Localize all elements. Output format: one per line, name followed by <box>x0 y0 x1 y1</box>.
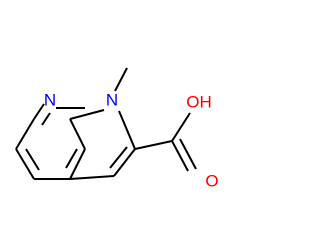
bond-c3-c3a <box>69 175 115 180</box>
bond-c7a-n7-ring <box>69 118 86 150</box>
bond-c5-c6 <box>15 118 35 150</box>
molecule-structure: N N OH O <box>15 67 219 191</box>
atom-labels: N N OH O <box>44 91 219 191</box>
bond-c2-c3-inner <box>109 146 128 169</box>
bond-c6-n7-inner <box>41 112 51 126</box>
bond-c7a-n1 <box>69 109 105 120</box>
bond-c4-c5 <box>15 148 35 180</box>
bond-carboxyl-c-o-2 <box>179 138 197 170</box>
bond-c2-carboxyl-c <box>134 140 173 150</box>
bond-carboxyl-c-oh <box>171 112 191 142</box>
bond-c4-c5-inner <box>25 148 40 171</box>
bond-n1-c2 <box>118 110 136 150</box>
bonds <box>15 67 197 180</box>
bond-carboxyl-c-o-1 <box>171 140 189 172</box>
carbonyl-oxygen-label: O <box>205 172 218 191</box>
bond-c3a-c7a <box>69 148 86 180</box>
bond-c2-c3 <box>113 148 136 177</box>
bond-n1-methyl <box>114 67 128 92</box>
bond-c7a-fused-inner <box>65 148 78 169</box>
pyrrole-nitrogen-label: N <box>106 91 118 110</box>
pyridine-nitrogen-label: N <box>44 91 56 110</box>
bond-c6-n7 <box>33 103 45 120</box>
hydroxyl-oxygen-label: OH <box>186 93 212 112</box>
